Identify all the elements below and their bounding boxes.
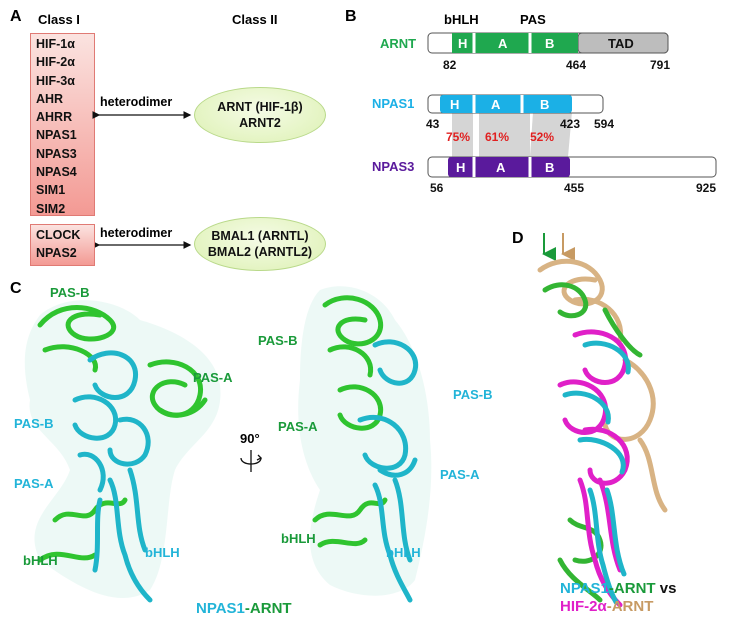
arnt-residue-start: 82 xyxy=(443,58,457,72)
class-1-header: Class I xyxy=(38,12,80,27)
class-1-group-1-box xyxy=(30,33,95,216)
class-1-group-1-item: NPAS1 xyxy=(36,128,77,143)
arnt-domain-tad: TAD xyxy=(608,36,634,51)
npas3-domain-b: B xyxy=(545,160,555,175)
arnt-domain-b: B xyxy=(545,36,555,51)
arnt-residue-mid: 464 xyxy=(566,58,587,72)
class-2-group-1-item-1: ARNT (HIF-1β) xyxy=(217,100,303,114)
left-label-pas-b-npas1: PAS-B xyxy=(14,416,54,431)
right-label-bhlh-arnt: bHLH xyxy=(281,531,316,546)
panel-d-caption-line-1: NPAS1-ARNT vs xyxy=(560,580,676,598)
group-2-relation-label: heterodimer xyxy=(100,226,173,240)
class-1-group-1-item: SIM1 xyxy=(36,183,66,198)
pas-header: PAS xyxy=(520,12,546,27)
right-label-pas-a-arnt: PAS-A xyxy=(278,419,318,434)
caption-d-npas1: NPAS1 xyxy=(560,580,609,597)
class-1-group-1-item: NPAS4 xyxy=(36,165,77,180)
left-label-pas-a-npas1: PAS-A xyxy=(14,476,54,491)
npas1-residue-end: 594 xyxy=(594,117,615,131)
rotation-icon xyxy=(240,450,263,472)
right-label-bhlh-npas1: bHLH xyxy=(386,545,421,560)
bhlh-header: bHLH xyxy=(444,12,479,27)
npas3-label: NPAS3 xyxy=(372,159,415,174)
class-1-group-2-list: CLOCK NPAS2 xyxy=(36,226,80,263)
class-1-group-1-item: HIF-2α xyxy=(36,55,75,70)
class-2-group-2-item-2: BMAL2 (ARNTL2) xyxy=(207,245,313,259)
class-2-header: Class II xyxy=(232,12,278,27)
class-1-group-1-item: AHRR xyxy=(36,110,73,125)
npas3-residue-start: 56 xyxy=(430,181,444,195)
class-1-group-1-item: SIM2 xyxy=(36,201,66,216)
group-1-relation-label: heterodimer xyxy=(100,95,173,109)
npas1-domain-h: H xyxy=(450,97,460,112)
caption-arnt: -ARNT xyxy=(244,600,292,617)
left-label-bhlh-npas1: bHLH xyxy=(145,545,180,560)
panel-c-label: C xyxy=(10,280,22,297)
npas1-domain-a: A xyxy=(491,97,501,112)
class-1-group-2-item: CLOCK xyxy=(36,228,81,242)
class-1-group-1-item: HIF-3α xyxy=(36,73,75,88)
npas1-label: NPAS1 xyxy=(372,96,415,111)
class-1-group-1-item: AHR xyxy=(36,91,64,106)
panel-c-caption: NPAS1-ARNT xyxy=(196,600,292,617)
panel-d-caption-line-2: HIF-2α-ARNT xyxy=(560,598,676,616)
identity-bhlh: 75% xyxy=(446,130,471,144)
class-2-group-1-item-2: ARNT2 xyxy=(239,116,281,130)
npas1-residue-start: 43 xyxy=(426,117,440,131)
arnt-domain-h: H xyxy=(458,36,468,51)
rotation-label: 90° xyxy=(240,431,260,446)
arnt-domain-a: A xyxy=(498,36,508,51)
caption-d-arnt-tan: -ARNT xyxy=(606,598,654,615)
identity-pas-b: 52% xyxy=(530,130,555,144)
left-label-pas-a-arnt: PAS-A xyxy=(193,370,233,385)
class-1-group-1-item: HIF-1α xyxy=(36,37,75,51)
panel-a-label: A xyxy=(10,8,22,25)
class-1-group-2-box xyxy=(30,224,95,266)
npas3-residue-end: 925 xyxy=(696,181,717,195)
panel-b-label: B xyxy=(345,8,357,25)
npas1-residue-mid: 423 xyxy=(560,117,581,131)
identity-pas-a: 61% xyxy=(485,130,510,144)
left-label-bhlh-arnt: bHLH xyxy=(23,553,58,568)
class-2-group-1-ellipse: ARNT (HIF-1β) ARNT2 xyxy=(194,87,326,143)
class-1-group-2-item: NPAS2 xyxy=(36,246,77,261)
caption-d-vs: vs xyxy=(655,580,677,597)
left-label-pas-b-arnt: PAS-B xyxy=(50,285,90,300)
right-label-pas-b-npas1: PAS-B xyxy=(453,387,493,402)
arnt-residue-end: 791 xyxy=(650,58,671,72)
panel-d-label: D xyxy=(512,230,524,247)
right-label-pas-a-npas1: PAS-A xyxy=(440,467,480,482)
panel-d-caption: NPAS1-ARNT vs HIF-2α-ARNT xyxy=(560,580,676,616)
class-2-group-2-item-1: BMAL1 (ARNTL) xyxy=(211,229,309,243)
npas3-domain-h: H xyxy=(456,160,466,175)
caption-d-hif: HIF-2α xyxy=(560,598,607,615)
class-1-group-1-item: NPAS3 xyxy=(36,146,77,161)
right-label-pas-b-arnt: PAS-B xyxy=(258,333,298,348)
class-2-group-2-ellipse: BMAL1 (ARNTL) BMAL2 (ARNTL2) xyxy=(194,217,326,271)
npas3-domain-a: A xyxy=(496,160,506,175)
caption-d-arnt-green: -ARNT xyxy=(608,580,656,597)
npas3-residue-mid: 455 xyxy=(564,181,585,195)
caption-npas1: NPAS1 xyxy=(196,600,245,617)
arnt-label: ARNT xyxy=(380,36,417,51)
npas1-domain-b: B xyxy=(540,97,550,112)
